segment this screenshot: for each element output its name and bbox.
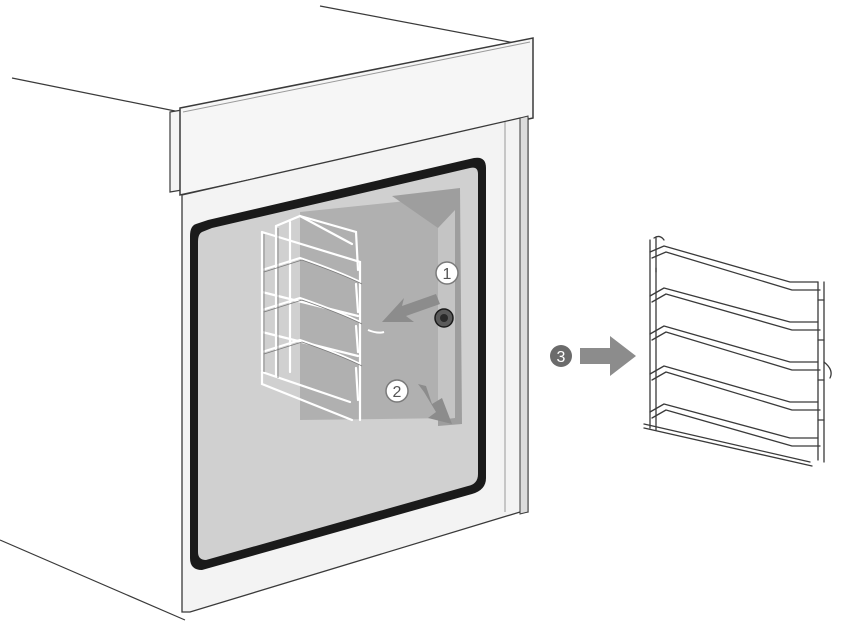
step-1-arrow: [382, 294, 440, 322]
step-3-number: 3: [557, 349, 566, 366]
oven-right-edge: [519, 115, 529, 515]
oven-cavity-back: [300, 196, 455, 420]
removed-shelf-rail: [643, 235, 832, 467]
mounted-shelf-rail-shadow: [263, 228, 363, 378]
step-2-marker: 2: [385, 379, 409, 403]
step-2-number: 2: [393, 384, 402, 401]
step-1-pointer-line: [367, 329, 385, 334]
rail-mounting-screw: [434, 308, 454, 328]
step-2-arrow: [418, 384, 452, 424]
oven-control-panel: [179, 37, 534, 196]
step-3-arrow: [580, 336, 636, 376]
mounted-shelf-rail: [260, 214, 362, 422]
cabinet-outline: [0, 5, 521, 621]
step-1-number: 1: [443, 266, 452, 283]
step-1-marker: 1: [435, 261, 459, 285]
step-3-marker: 3: [550, 345, 572, 367]
